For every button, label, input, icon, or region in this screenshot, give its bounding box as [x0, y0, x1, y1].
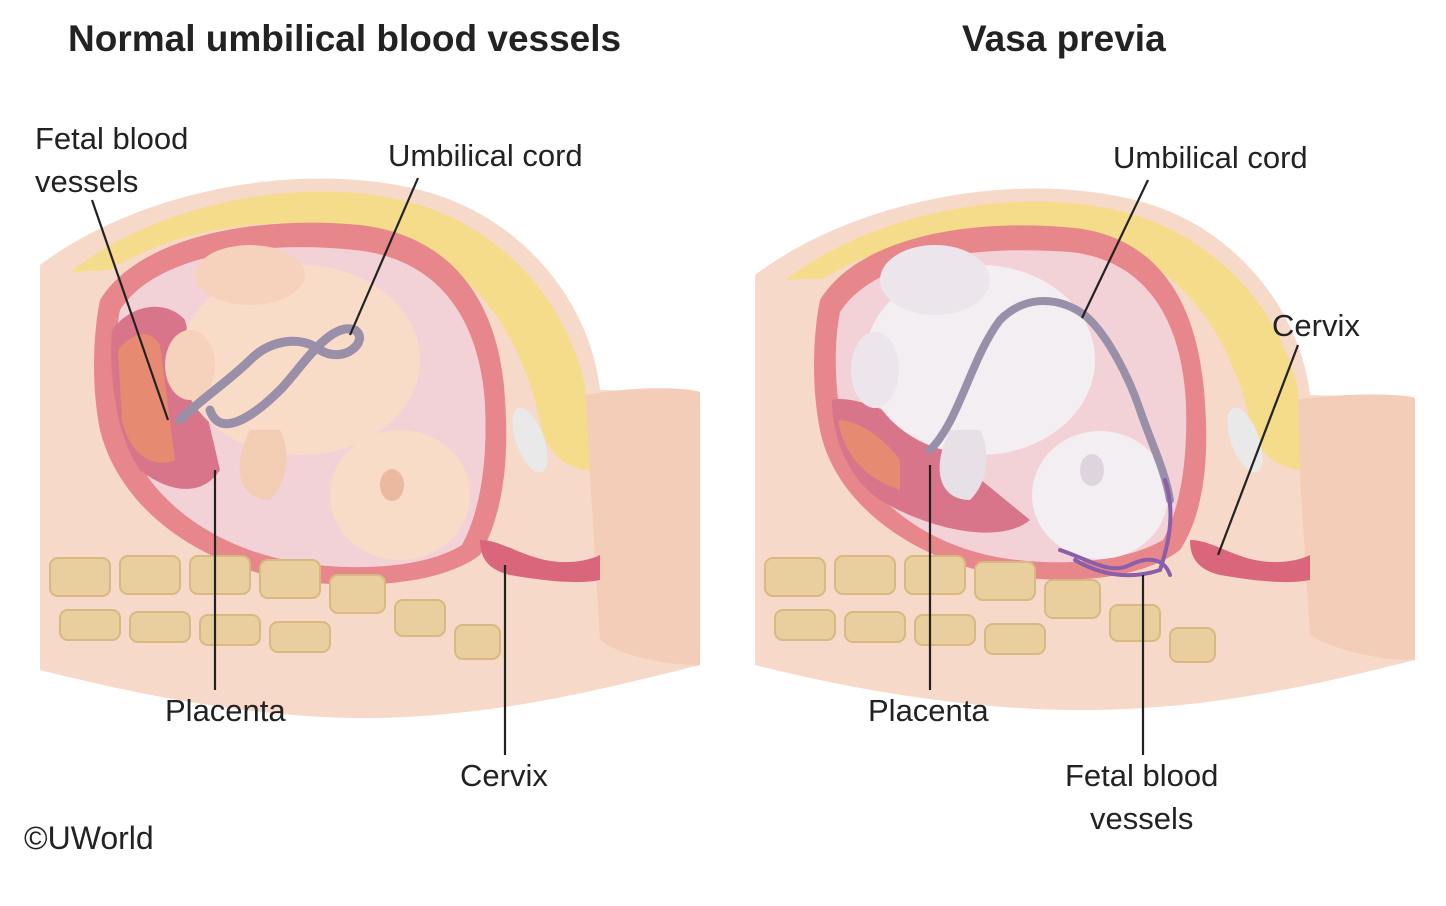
right-illustration [755, 188, 1415, 711]
label-left-fetal-vessels-line1: Fetal blood [35, 121, 189, 156]
label-left-cervix: Cervix [460, 758, 548, 793]
leader-right-cervix [1216, 344, 1300, 556]
right-fetal-vessels [1058, 478, 1173, 578]
label-right-placenta: Placenta [868, 693, 989, 728]
copyright-notice: ©UWorld [24, 820, 154, 856]
left-panel-title: Normal umbilical blood vessels [68, 18, 622, 59]
label-left-fetal-blood-vessels: Fetal blood vessels [35, 118, 188, 204]
label-right-fetal-blood-vessels: Fetal blood vessels [1065, 755, 1218, 841]
left-umbilical-cord [175, 324, 364, 429]
leader-left-umbilical-cord [348, 177, 420, 336]
right-fat-layer [785, 201, 1300, 470]
label-left-fetal-vessels-line2: vessels [35, 163, 139, 199]
right-bladder [1227, 407, 1263, 473]
label-right-fetal-vessels-line1: Fetal blood [1065, 758, 1219, 793]
label-right-fetal-vessels-line2: vessels [1090, 800, 1194, 836]
label-right-umbilical-cord: Umbilical cord [1113, 140, 1308, 175]
left-bladder [512, 407, 548, 473]
label-left-placenta: Placenta [165, 693, 286, 728]
right-panel-title: Vasa previa [962, 18, 1166, 59]
leader-left-fetal-vessels [90, 199, 170, 421]
right-umbilical-cord [926, 297, 1174, 504]
left-spine [49, 555, 501, 660]
right-fetus [851, 245, 1168, 559]
left-fat-layer [70, 191, 590, 470]
leader-right-umbilical-cord [1081, 179, 1149, 319]
label-right-cervix: Cervix [1272, 308, 1360, 343]
left-cervix-region [480, 540, 600, 583]
left-illustration [40, 178, 700, 719]
left-thigh [585, 388, 700, 665]
label-left-umbilical-cord: Umbilical cord [388, 138, 583, 173]
right-thigh [1295, 394, 1415, 660]
